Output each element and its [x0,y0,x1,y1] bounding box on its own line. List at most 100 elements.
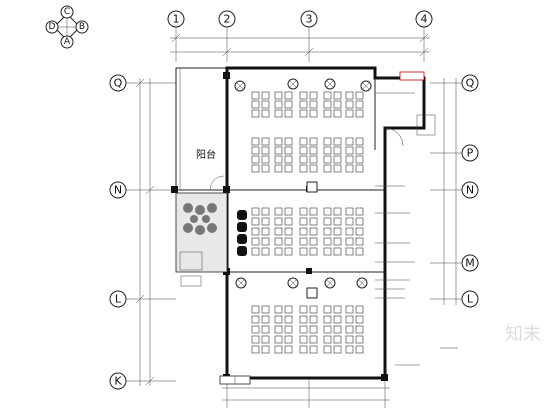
desk [333,325,342,334]
desk [323,164,332,173]
desk [309,109,318,118]
desk [274,137,283,146]
desk [261,335,270,344]
desk [323,100,332,109]
desk [333,315,342,324]
desk [355,155,364,164]
desk [309,217,318,226]
desk [284,137,293,146]
axis-bubble-n-left: N [114,184,122,197]
desk [274,91,283,100]
desk [355,325,364,334]
desk [261,315,270,324]
desk [355,146,364,155]
desk [355,247,364,256]
balcony-label: 阳台 [196,148,216,161]
desk [261,237,270,246]
desk [323,146,332,155]
desk [309,91,318,100]
plant-icons [234,78,372,299]
column-axis-bubbles: 1 2 3 4 [167,10,433,28]
desk [284,217,293,226]
axis-bubble-q-right: Q [466,77,475,90]
desk [345,155,354,164]
desk [323,325,332,334]
desk [309,305,318,314]
desk [251,164,260,173]
desk [345,100,354,109]
desk [251,137,260,146]
desk [309,325,318,334]
desk [309,164,318,173]
desk [274,345,283,354]
desk [355,237,364,246]
desk [251,237,260,246]
desk [323,247,332,256]
desk [333,227,342,236]
desk [299,315,308,324]
row-axis-bubbles-left: Q N L K [109,74,127,390]
desk [323,237,332,246]
desk [261,155,270,164]
desk [323,227,332,236]
desk-layout [251,91,364,354]
desk [345,137,354,146]
desk [299,164,308,173]
desk [261,325,270,334]
desk [355,207,364,216]
desk [251,335,260,344]
desk [274,237,283,246]
desk [345,146,354,155]
desk [299,109,308,118]
desk [323,207,332,216]
desk [251,305,260,314]
right-dimension-lines [430,78,462,305]
desk [355,217,364,226]
desk [323,345,332,354]
desk [345,91,354,100]
row-axis-bubbles-right: Q P N M L [461,74,479,308]
watermark: 知末 [505,324,541,344]
compass-west-label: D [49,22,56,32]
desk [345,164,354,173]
desk [345,315,354,324]
desk [309,100,318,109]
compass-south-label: A [64,37,71,47]
desk [355,109,364,118]
desk [333,217,342,226]
desk [299,335,308,344]
desk [251,315,260,324]
desk [299,137,308,146]
desk [333,237,342,246]
desk [284,164,293,173]
desk [323,109,332,118]
desk [274,146,283,155]
desk [345,305,354,314]
desk [345,237,354,246]
desk [274,315,283,324]
desk [261,146,270,155]
top-dimension-lines [170,27,430,62]
desk [309,146,318,155]
bottom-door [219,375,251,385]
desk [284,109,293,118]
desk [261,227,270,236]
axis-bubble-k-left: K [114,375,122,388]
axis-bubble-l-right: L [467,293,474,306]
desk [274,217,283,226]
desk [309,137,318,146]
desk [274,100,283,109]
compass-east-label: B [79,22,85,32]
desk [299,227,308,236]
axis-bubble-m-right: M [465,257,475,270]
desk [309,315,318,324]
axis-bubble-n-right: N [466,184,474,197]
desk [274,325,283,334]
desk [299,146,308,155]
desk [323,315,332,324]
desk [299,217,308,226]
desk [284,155,293,164]
desk [299,325,308,334]
desk [345,325,354,334]
desk [355,164,364,173]
